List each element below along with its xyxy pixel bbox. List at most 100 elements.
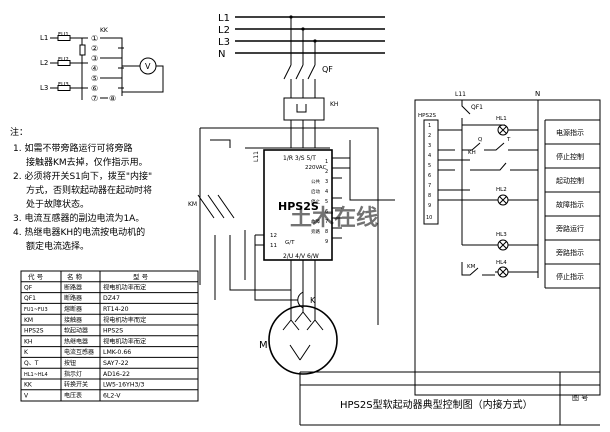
ctrl-module-box [423,119,439,225]
ctrl-module-leads [438,129,470,201]
qf1-label: QF1 [471,104,483,111]
parts-cell-model: 视电机功率而定 [103,337,146,345]
qf-label: QF [322,65,333,74]
parts-cell-model: HPS2S [103,328,123,335]
function-start-control: 起动控制 [556,176,584,185]
starter-pin-r6: 6 [325,209,328,215]
ctrl-l11-label: L11 [455,91,466,98]
ctrl-pushbuttons-icon [462,142,522,151]
notes-heading: 注： [10,126,28,138]
parts-cell-name: 断路器 [64,283,82,291]
ctrl-module-pins: 1 2 3 4 5 6 7 8 9 10 [426,123,432,221]
watermark-text: 土木在线 [290,205,378,231]
note-line-2: 接触器KM去掉，仅作指示用。 [26,156,148,168]
parts-cell-name: 软起动器 [64,327,88,335]
motor-star-icon [289,344,311,361]
ct-label: K [310,296,316,305]
parts-cell-code: KM [24,317,33,324]
parts-header-name: 名 称 [67,272,83,281]
parts-cell-code: HPS2S [24,328,44,335]
title-block: HPS2S型软起动器典型控制图（内接方式） 图 号 [299,371,600,426]
drawing-title: HPS2S型软起动器典型控制图（内接方式） [340,398,533,411]
starter-side-labels: 公共 启动 停止 故障 旁路 [311,178,320,235]
parts-cell-model: LMK-0.66 [103,349,131,356]
parts-cell-name: 转换开关 [64,381,88,389]
bypass-km-contacts-icon [197,194,235,219]
soft-starter-box [263,149,333,261]
parts-cell-name: 指示灯 [64,370,82,378]
parts-cell-model: 视电机功率而定 [103,283,146,291]
parts-table-rows [21,281,198,391]
starter-voltage: 220VAC [305,165,327,171]
lamp-hl3-label: HL3 [496,232,507,238]
starter-pin-11: 11 [270,243,277,249]
kh-label: KH [330,101,338,108]
starter-top-terminals: 1/R 3/S 5/T [283,155,316,162]
lamp-hl2-label: HL2 [496,187,507,193]
bypass-lead [210,139,231,148]
starter-gt-label: G/T [285,240,295,246]
ctrl-area-frame [414,99,601,396]
ctrl-pin-5: 5 [428,163,431,169]
ct-secondary-leads [254,234,298,301]
terminal-8: ⑧ [109,94,116,103]
parts-cell-name: 熔断器 [64,305,82,313]
parts-cell-model: DZ47 [103,295,120,302]
starter-side-stop: 停止 [311,198,320,205]
starter-side-common: 公共 [311,178,320,185]
ctrl-pin-10: 10 [426,215,432,221]
parts-cell-name: 电压表 [64,391,82,399]
ctrl-coil-returns [522,149,538,171]
terminal-2: ② [91,44,98,53]
ctrl-kh-contact-label: KH [468,150,476,156]
parts-cell-model: SAY7-22 [103,360,129,367]
starter-pin-leads [332,157,350,239]
function-column-grid [544,119,600,289]
starter-pin-r5: 5 [325,199,328,205]
main-circuit: QF KH KM L11 1/R 3/S 5/T 220VAC HPS2S 2/… [188,17,395,375]
starter-side-bypass: 旁路 [311,228,320,235]
parts-cell-code: V [24,392,29,399]
voltmeter-label: V [145,62,151,71]
sw-line-label-l3: L3 [40,84,48,92]
function-fault-indicator: 故障指示 [556,200,584,209]
note-line-4: 方式，否则软起动器在起动时将 [26,184,152,196]
ctrl-pin-8: 8 [428,193,431,199]
parts-cell-model: RT14-20 [103,306,129,313]
lamp-hl1-label: HL1 [496,116,507,122]
starter-pin-12: 12 [270,233,277,239]
voltmeter-switch-diagram: L1 L2 L3 FU1 FU2 FU3 KK ① ② ③ ④ ⑤ ⑥ ⑦ ⑧ … [40,27,164,103]
ctrl-switch-t-label: T [506,137,511,143]
notes-block: 注： 1. 如需不带旁路运行可将旁路 接触器KM去掉，仅作指示用。 2. 必须将… [10,126,152,252]
terminal-6: ⑥ [91,84,98,93]
sw-switch-label: KK [100,27,109,34]
ctrl-km-label: KM [467,264,476,270]
parts-cell-code: K [24,349,29,356]
terminal-3: ③ [91,54,98,63]
ctrl-pin-6: 6 [428,173,431,179]
lamp-hl2-cross [499,196,507,204]
starter-pin-r2: 2 [325,169,328,175]
l11-main-label: L11 [253,151,260,162]
fuse-small-icon [79,44,86,56]
function-stop-indicator: 停止指示 [556,272,584,281]
table-row: HPS2S 软起动器 HPS2S [24,327,123,335]
qf1-breaker-icon [461,100,471,125]
starter-pin-r8: 8 [325,229,328,235]
parts-cell-name: 接触器 [64,316,82,324]
bypass-km-label: KM [188,201,197,208]
qf-feed-lines [290,17,316,65]
parts-cell-code: KH [24,338,32,345]
sw-line-label-l1: L1 [40,34,48,42]
function-labels: 电源指示 停止控制 起动控制 故障指示 旁路运行 旁路指示 停止指示 [556,128,584,281]
